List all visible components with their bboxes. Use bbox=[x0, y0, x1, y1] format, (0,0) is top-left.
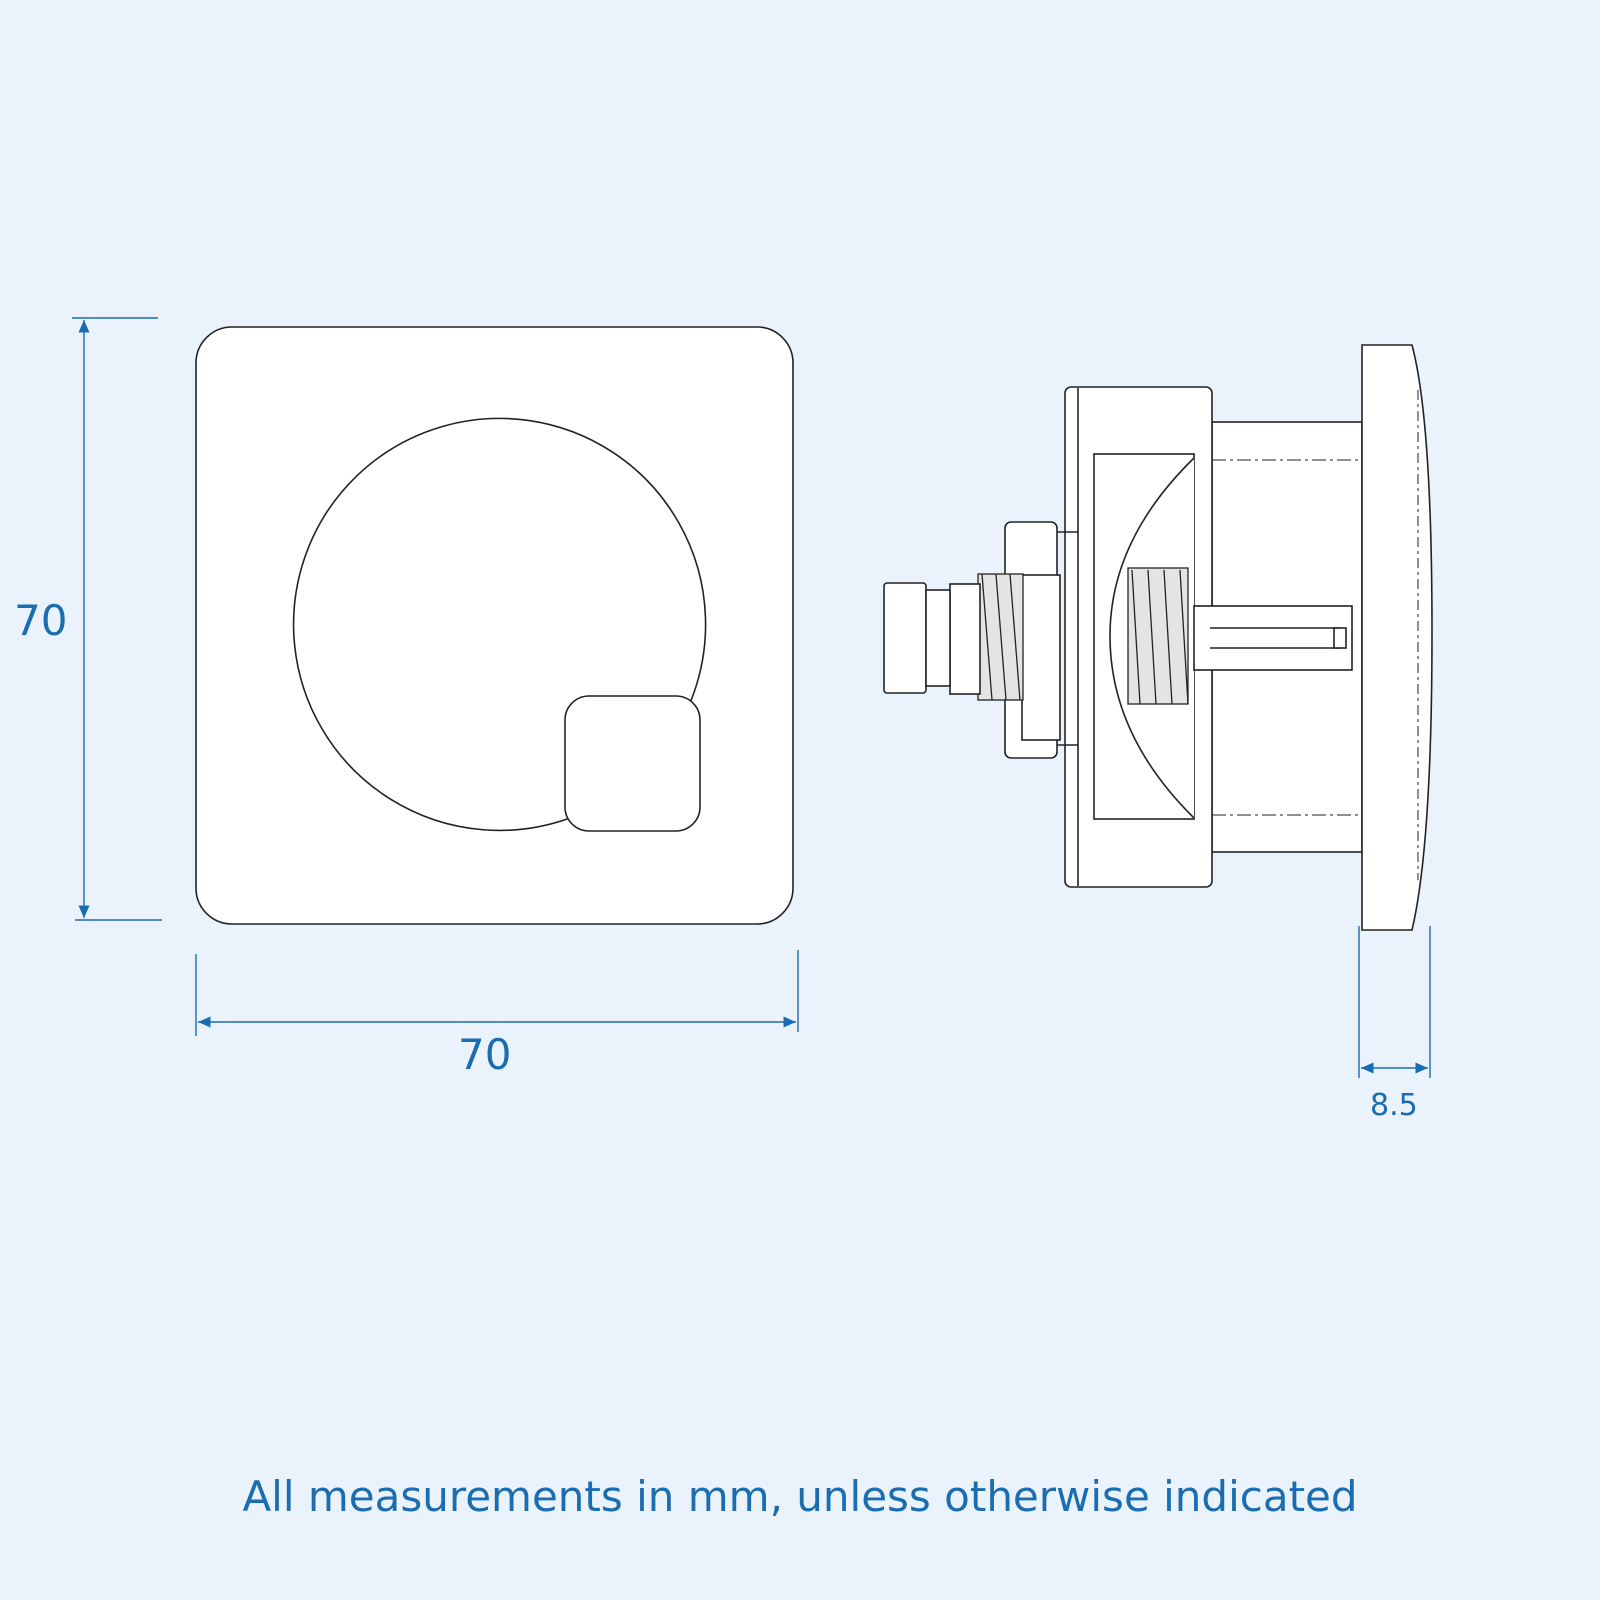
outer-thread-icon bbox=[977, 573, 1024, 701]
inner-thread-icon bbox=[1127, 567, 1189, 705]
stem bbox=[1193, 605, 1353, 671]
dimension-lines bbox=[72, 317, 1431, 1078]
depth-dimension-label: 8.5 bbox=[1370, 1088, 1418, 1123]
side-view bbox=[883, 344, 1433, 931]
front-view bbox=[195, 326, 794, 925]
neck bbox=[949, 583, 981, 695]
button-square bbox=[564, 695, 701, 832]
knob bbox=[883, 582, 927, 694]
measurement-note: All measurements in mm, unless otherwise… bbox=[242, 1472, 1358, 1521]
height-dimension-label: 70 bbox=[14, 596, 68, 645]
width-dimension-label: 70 bbox=[458, 1030, 512, 1079]
flange bbox=[1361, 344, 1433, 931]
